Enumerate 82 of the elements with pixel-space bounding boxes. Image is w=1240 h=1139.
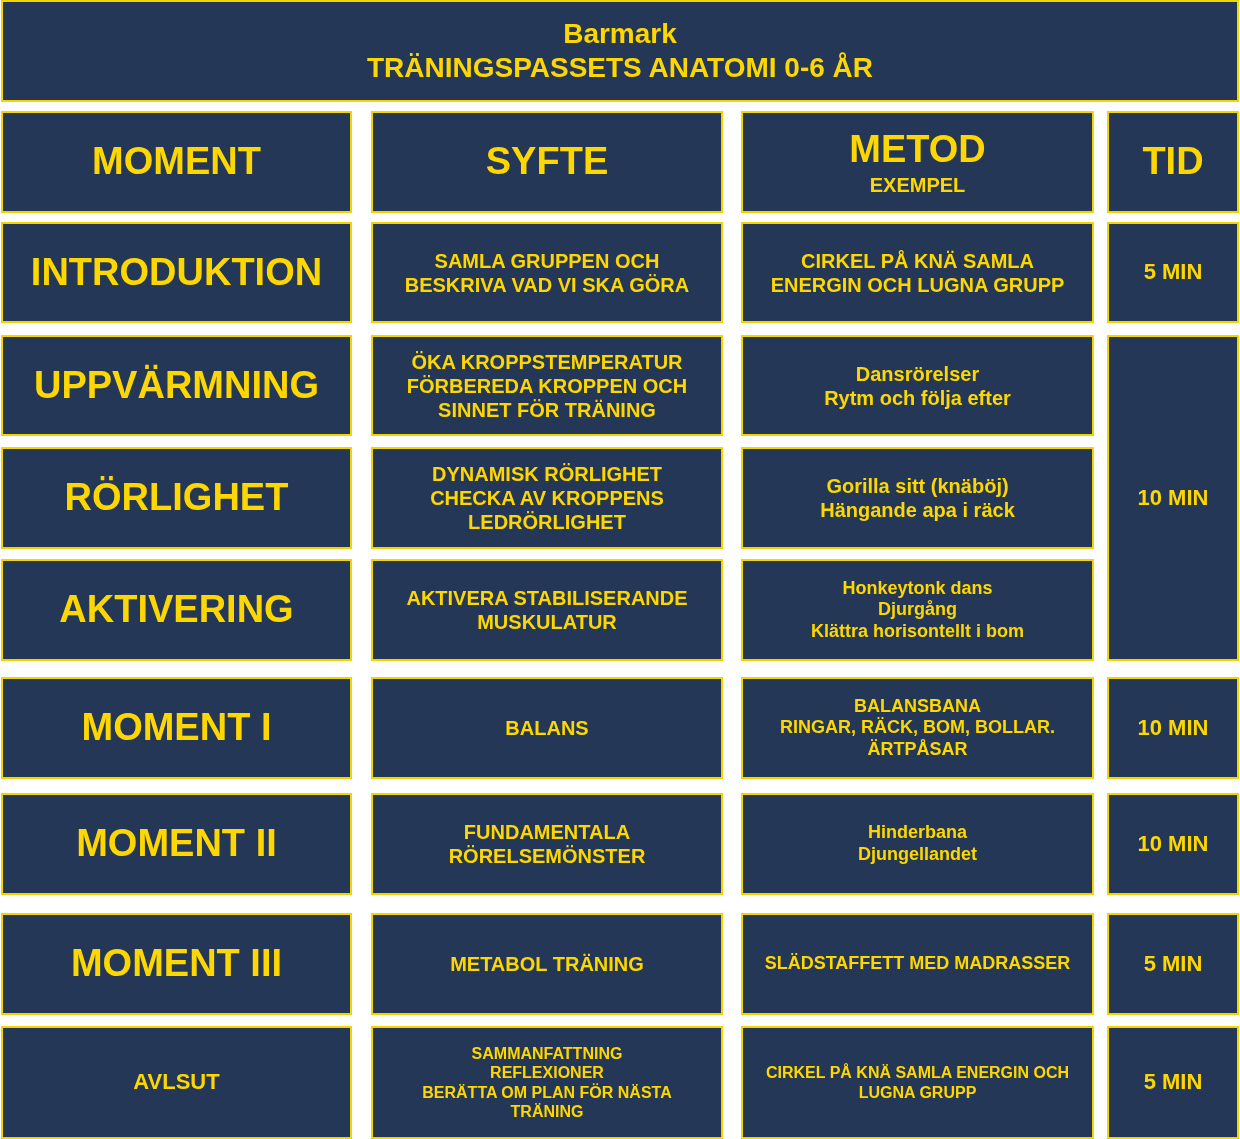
purpose-box	[371, 1026, 723, 1139]
heading-text: UPPVÄRMNING	[34, 362, 319, 408]
method-box	[741, 793, 1094, 895]
heading-text: METOD	[849, 127, 986, 173]
cell-text: 5 MIN	[1143, 259, 1203, 286]
phase-box	[1, 913, 352, 1015]
cell-text: 10 MIN	[1137, 830, 1209, 858]
cell-text: Djungellandet	[858, 844, 977, 866]
phase-box	[1, 222, 352, 323]
purpose-box	[371, 793, 723, 895]
cell-text: SAMLA GRUPPEN OCH BESKRIVA VAD VI SKA GÖRA	[403, 248, 691, 297]
cell-text: SLÄDSTAFFETT MED MADRASSER	[764, 953, 1071, 975]
cell-text: BALANS	[505, 716, 589, 740]
cell-text: Honkeytonk dans	[842, 577, 993, 600]
column-header-box	[741, 111, 1094, 213]
cell-text: Rytm och följa efter	[824, 385, 1011, 410]
duration-box	[1107, 1026, 1239, 1139]
duration-box	[1107, 793, 1239, 895]
method-box	[741, 913, 1094, 1015]
cell-text: RINGAR, RÄCK, BOM, BOLLAR. ÄRTPÅSAR	[779, 717, 1056, 761]
heading-text: Barmark	[563, 17, 677, 51]
cell-text: FUNDAMENTALA RÖRELSEMÖNSTER	[447, 820, 647, 868]
purpose-box	[371, 335, 723, 436]
method-box	[741, 335, 1094, 436]
heading-text: MOMENT	[92, 139, 261, 185]
column-header-box	[371, 111, 723, 213]
cell-text: Hängande apa i räck	[820, 498, 1015, 522]
heading-text: TID	[1142, 139, 1204, 185]
method-box	[741, 559, 1094, 661]
cell-text: 5 MIN	[1143, 950, 1203, 978]
heading-text: SYFTE	[485, 139, 609, 185]
phase-box	[1, 335, 352, 436]
method-box	[741, 447, 1094, 549]
cell-text: 5 MIN	[1143, 1069, 1203, 1096]
phase-box	[1, 447, 352, 549]
heading-text: MOMENT I	[81, 705, 272, 751]
cell-text: AVLSUT	[133, 1069, 220, 1096]
phase-box	[1, 793, 352, 895]
cell-text: AKTIVERA STABILISERANDE MUSKULATUR	[405, 586, 689, 634]
phase-box	[1, 559, 352, 661]
cell-text: EXEMPEL	[869, 172, 966, 197]
cell-text: CIRKEL PÅ KNÄ SAMLA ENERGIN OCH LUGNA GRUPP	[769, 248, 1066, 297]
heading-text: MOMENT III	[70, 941, 283, 987]
cell-text: SAMMANFATTNING	[471, 1044, 623, 1064]
heading-text: AKTIVERING	[59, 587, 294, 633]
cell-text: 10 MIN	[1137, 714, 1209, 742]
cell-text: BALANSBANA	[854, 695, 981, 717]
phase-box	[1, 1026, 352, 1139]
method-box	[741, 222, 1094, 323]
method-box	[741, 677, 1094, 779]
duration-box	[1107, 913, 1239, 1015]
duration-box	[1107, 677, 1239, 779]
purpose-box	[371, 913, 723, 1015]
header-banner	[1, 0, 1239, 102]
cell-text: REFLEXIONER	[490, 1063, 604, 1083]
cell-text: DYNAMISK RÖRLIGHET	[432, 462, 662, 486]
phase-box	[1, 677, 352, 779]
duration-box	[1107, 222, 1239, 323]
purpose-box	[371, 677, 723, 779]
cell-text: 10 MIN	[1137, 484, 1209, 512]
cell-text: Gorilla sitt (knäböj)	[826, 474, 1009, 498]
purpose-box	[371, 559, 723, 661]
cell-text: METABOL TRÄNING	[450, 952, 644, 976]
cell-text: BERÄTTA OM PLAN FÖR NÄSTA TRÄNING	[421, 1082, 673, 1121]
method-box	[741, 1026, 1094, 1139]
column-header-box	[1107, 111, 1239, 213]
purpose-box	[371, 447, 723, 549]
cell-text: Klättra horisontellt i bom	[811, 620, 1024, 643]
heading-text: INTRODUKTION	[30, 249, 323, 295]
cell-text: CIRKEL PÅ KNÄ SAMLA ENERGIN OCH LUGNA GRUPP	[764, 1063, 1071, 1102]
heading-text: RÖRLIGHET	[64, 475, 289, 521]
cell-text: Dansrörelser	[855, 361, 980, 386]
cell-text: FÖRBEREDA KROPPEN OCH SINNET FÖR TRÄNING	[405, 373, 689, 422]
heading-text: MOMENT II	[76, 821, 277, 867]
cell-text: Hinderbana	[868, 822, 967, 844]
duration-box	[1107, 335, 1239, 661]
purpose-box	[371, 222, 723, 323]
column-header-box	[1, 111, 352, 213]
title-text: TRÄNINGSPASSETS ANATOMI 0-6 ÅR	[366, 51, 874, 85]
cell-text: ÖKA KROPPSTEMPERATUR	[411, 349, 683, 374]
cell-text: Djurgång	[878, 599, 957, 621]
cell-text: CHECKA AV KROPPENS LEDRÖRLIGHET	[429, 486, 665, 534]
